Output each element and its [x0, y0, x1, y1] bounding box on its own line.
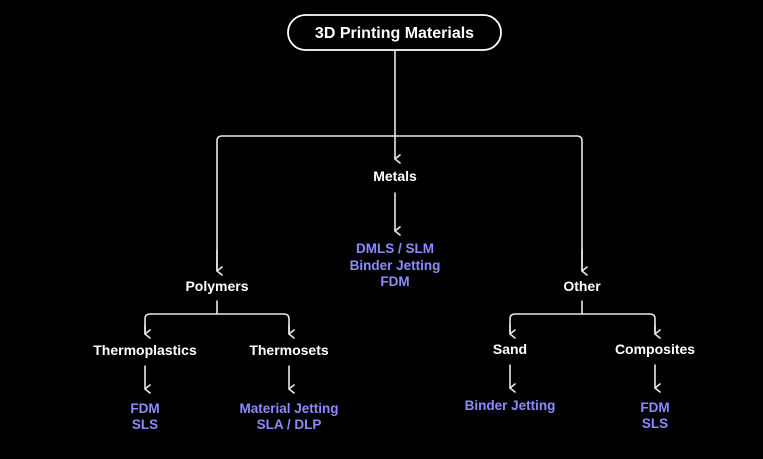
thermosets-process-1: Material Jetting [239, 401, 338, 416]
metals-process-3: FDM [380, 274, 409, 289]
sand-process-1: Binder Jetting [465, 398, 556, 413]
thermoplastics-process-2: SLS [132, 417, 158, 432]
connector-polymers-branches [144, 300, 290, 333]
thermosets-label: Thermosets [249, 342, 329, 358]
other-label: Other [563, 278, 601, 294]
composites-label: Composites [615, 341, 695, 357]
sand-label: Sand [493, 341, 527, 357]
thermosets-process-2: SLA / DLP [257, 417, 322, 432]
metals-process-1: DMLS / SLM [356, 241, 434, 256]
root-node-label: 3D Printing Materials [315, 25, 474, 42]
connector-other-branches [509, 300, 656, 333]
thermoplastics-label: Thermoplastics [93, 342, 197, 358]
composites-process-2: SLS [642, 416, 668, 431]
composites-process-1: FDM [640, 400, 669, 415]
metals-label: Metals [373, 168, 417, 184]
thermoplastics-process-1: FDM [130, 401, 159, 416]
connector-root-branches [216, 135, 583, 271]
polymers-label: Polymers [185, 278, 248, 294]
metals-process-2: Binder Jetting [350, 258, 441, 273]
